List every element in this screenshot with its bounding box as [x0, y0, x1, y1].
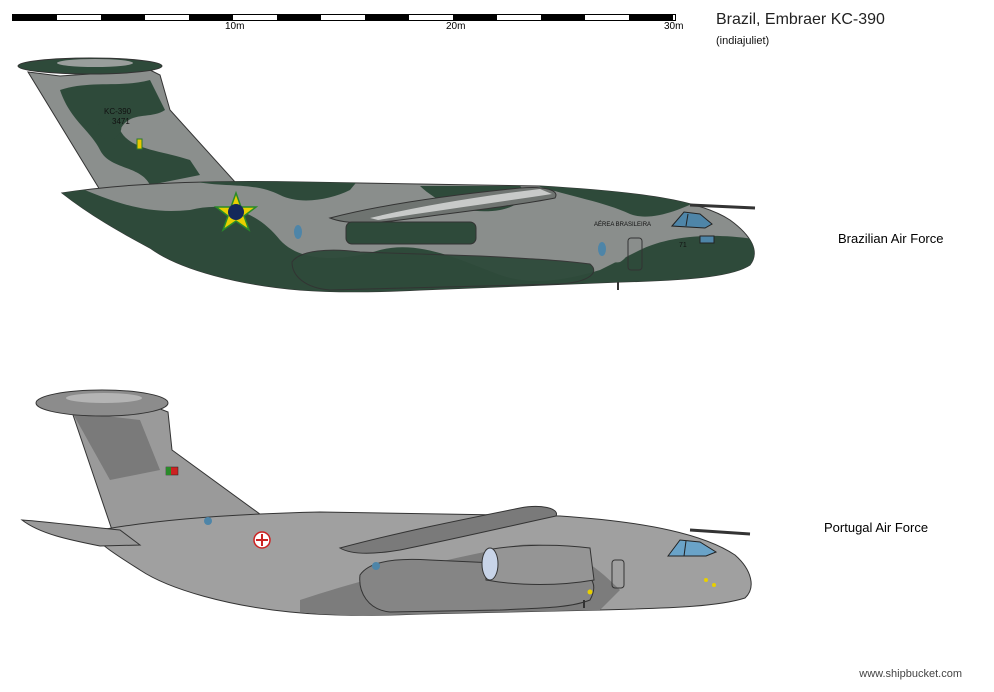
scale-label-10m: 10m	[225, 21, 245, 32]
tail-code-label: KC-390	[104, 107, 132, 116]
scale-segment	[629, 15, 673, 20]
engine-nacelle	[345, 221, 477, 245]
tail-flag	[136, 138, 143, 150]
cockpit-window	[667, 539, 718, 557]
refuel-probe	[689, 203, 756, 210]
scale-segment	[277, 15, 321, 20]
porthole	[204, 517, 212, 525]
scale-label-20m: 20m	[446, 21, 466, 32]
scale-segment	[365, 15, 409, 20]
site-credit: www.shipbucket.com	[859, 668, 962, 680]
crew-door	[627, 237, 643, 271]
author-credit: (indiajuliet)	[716, 35, 770, 47]
gear-fairing	[291, 249, 595, 291]
porthole	[598, 242, 606, 256]
roundel-icon	[253, 531, 271, 549]
wing	[338, 505, 557, 554]
engine-nacelle	[485, 544, 595, 585]
scale-segment	[541, 15, 585, 20]
scale-segment	[101, 15, 145, 20]
scale-segment	[189, 15, 233, 20]
scale-segment	[453, 15, 497, 20]
porthole	[372, 562, 380, 570]
nose-number: 71	[679, 242, 687, 249]
fuselage-text: AÉREA BRASILEIRA	[594, 222, 652, 228]
crew-door	[611, 559, 625, 589]
drawing-title: Brazil, Embraer KC-390	[716, 11, 885, 28]
tail-camo	[98, 118, 122, 140]
aircraft-portugal	[20, 389, 752, 616]
cockpit-side-window	[699, 235, 715, 244]
tail-camo	[60, 80, 200, 185]
cockpit-window	[670, 211, 713, 229]
caption-portugal-air-force: Portugal Air Force	[824, 520, 929, 535]
porthole	[294, 225, 302, 239]
scale-segment	[13, 15, 57, 20]
engine-intake	[481, 547, 499, 581]
roundel-icon	[213, 190, 259, 232]
scale-bar	[12, 14, 676, 21]
refuel-probe	[689, 528, 751, 536]
caption-brazilian-air-force: Brazilian Air Force	[838, 231, 944, 246]
scale-label-30m: 30m	[664, 21, 684, 32]
tail-serial-label: 3471	[112, 117, 130, 126]
aircraft-brazil	[17, 57, 756, 293]
